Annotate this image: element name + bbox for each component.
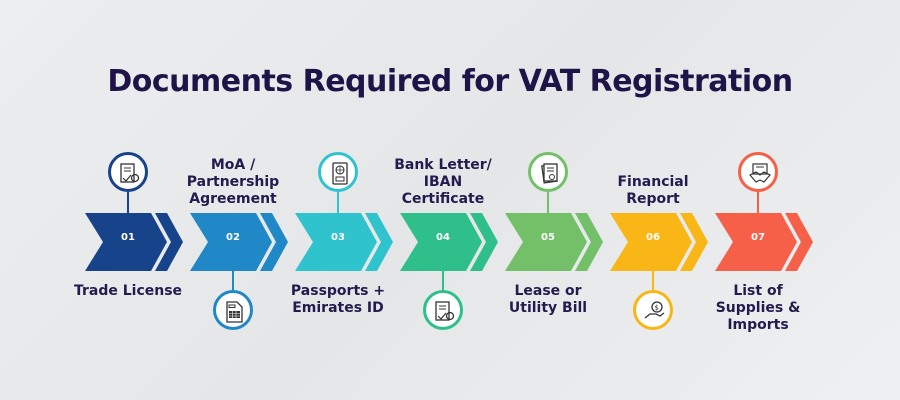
connector-line [337, 192, 339, 213]
document-stack-icon [528, 152, 568, 192]
connector-line [442, 271, 444, 290]
step-number: 03 [331, 232, 345, 243]
step-label: Bank Letter/ IBAN Certificate [394, 157, 492, 207]
step-chevron-small [470, 213, 498, 271]
step-number: 06 [646, 232, 660, 243]
step-number: 02 [226, 232, 240, 243]
step-chevron-small [680, 213, 708, 271]
step-chevron-small [155, 213, 183, 271]
step-label: MoA / Partnership Agreement [186, 157, 280, 207]
connector-line [127, 192, 129, 213]
connector-line [232, 271, 234, 290]
step-chevron [400, 213, 482, 271]
step-label: Passports + Emirates ID [290, 283, 386, 316]
certificate-seal-icon [108, 152, 148, 192]
step-chevron [85, 213, 167, 271]
connector-line [547, 192, 549, 213]
step-number: 07 [751, 232, 765, 243]
step-chevron [610, 213, 692, 271]
step-chevron [295, 213, 377, 271]
step-chevron-small [260, 213, 288, 271]
step-label: Trade License [73, 283, 183, 299]
step-chevron [190, 213, 272, 271]
step-number: 01 [121, 232, 135, 243]
step-chevron-small [365, 213, 393, 271]
step-label: Lease or Utility Bill [508, 283, 588, 316]
step-chevron-small [785, 213, 813, 271]
hand-coin-icon: $ [633, 290, 673, 330]
step-chevron-small [575, 213, 603, 271]
step-number: 04 [436, 232, 450, 243]
step-number: 05 [541, 232, 555, 243]
connector-line [652, 271, 654, 290]
passport-visa-icon [318, 152, 358, 192]
step-chevron [715, 213, 797, 271]
step-label: List of Supplies & Imports [715, 283, 801, 333]
spreadsheet-document-icon [213, 290, 253, 330]
handshake-contract-icon [738, 152, 778, 192]
svg-text:$: $ [655, 304, 659, 312]
step-chevron [505, 213, 587, 271]
certificate-seal-icon [423, 290, 463, 330]
page-title: Documents Required for VAT Registration [107, 64, 793, 99]
step-label: Financial Report [617, 174, 689, 207]
connector-line [757, 192, 759, 213]
